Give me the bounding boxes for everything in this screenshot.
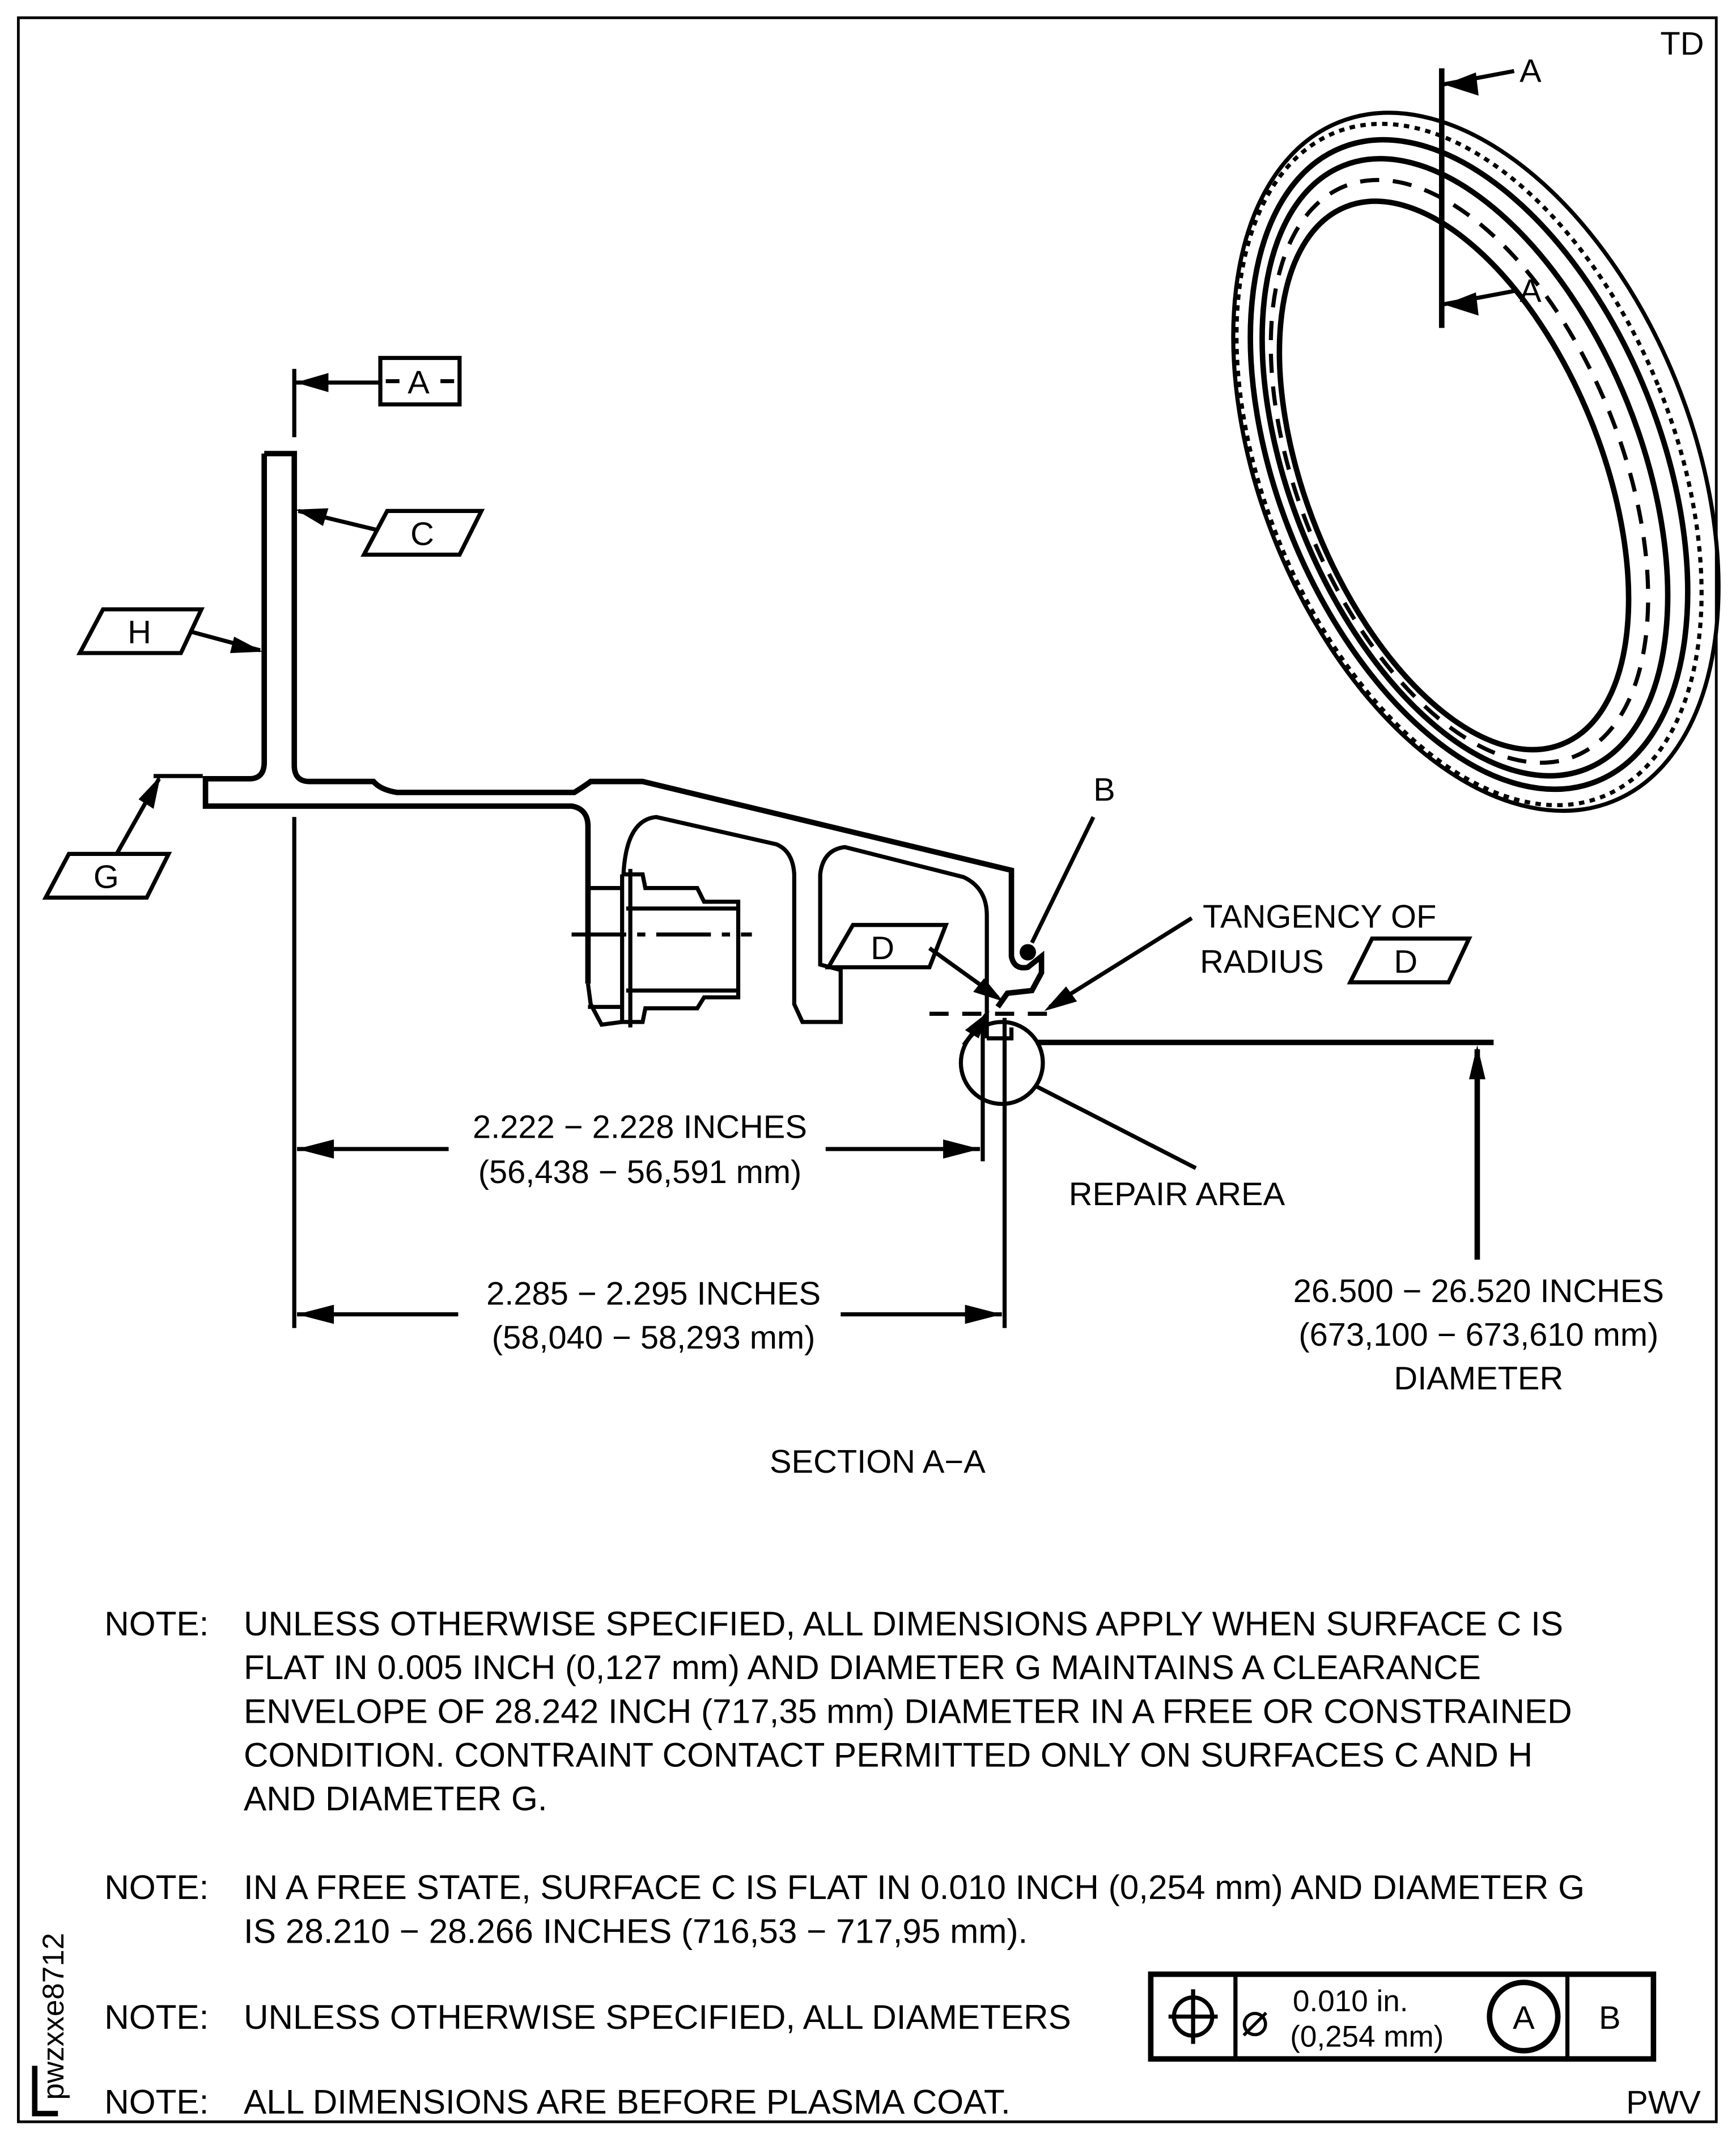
repair-area-label: REPAIR AREA [1069,1176,1285,1213]
corner-code-top-right: TD [1660,26,1704,62]
point-b-label: B [1093,771,1115,808]
tolerance-inch: 0.010 in. [1293,1985,1408,2018]
section-cut-label-top: A [1519,53,1542,90]
note-line: ALL DIMENSIONS ARE BEFORE PLASMA COAT. [244,2083,1011,2121]
diameter-symbol: ⌀ [1241,1994,1268,2046]
section-arrow-icon [1444,72,1479,96]
tangency-label-line2: RADIUS [1200,944,1324,980]
dimension-diameter-line3: DIAMETER [1394,1360,1563,1397]
dimension-outer-line1: 2.285 − 2.295 INCHES [486,1276,821,1312]
note-line: CONDITION. CONTRAINT CONTACT PERMITTED O… [244,1735,1533,1774]
note-4: NOTE: ALL DIMENSIONS ARE BEFORE PLASMA C… [104,2083,1010,2121]
tangency-surface-tag [1347,936,1472,985]
surface-d-label: D [871,930,894,966]
tangency-label-line1: TANGENCY OF [1203,899,1436,935]
ring-isometric-view [1231,111,1721,813]
note-line: ENVELOPE OF 28.242 INCH (717,35 mm) DIAM… [244,1692,1572,1730]
note-label: NOTE: [104,1868,209,1906]
section-title: SECTION A−A [770,1444,986,1480]
point-b-marker [1020,944,1036,961]
dimension-diameter-line2: (673,100 − 673,610 mm) [1298,1317,1658,1353]
tolerance-mm: (0,254 mm) [1290,2020,1444,2053]
tangency-surface-label: D [1394,944,1417,980]
datum-arrow-icon [295,372,329,392]
surface-g-label: G [94,859,119,896]
datum-a-label: A [408,364,430,401]
leader-arrow-icon [295,508,329,526]
dimension-inner-line1: 2.222 − 2.228 INCHES [473,1109,807,1146]
datum-secondary: B [1599,2000,1621,2036]
dimension-diameter-line1: 26.500 − 26.520 INCHES [1293,1273,1664,1309]
surface-h-label: H [128,614,151,651]
leader-arrow-icon [138,775,161,809]
feature-control-frame: ⌀ 0.010 in. (0,254 mm) A B [1148,1971,1657,2062]
dimension-inner-line2: (56,438 − 56,591 mm) [478,1154,802,1190]
drawing-border [16,16,1718,2123]
note-line: AND DIAMETER G. [244,1779,547,1818]
note-line: IS 28.210 − 28.266 INCHES (716,53 − 717,… [244,1911,1028,1950]
datum-a-frame [378,355,462,407]
note-1: NOTE: UNLESS OTHERWISE SPECIFIED, ALL DI… [104,1604,1572,1818]
dimension-arrow-icon [297,1304,334,1324]
leader-arrow-icon [1044,986,1077,1011]
leader-arrow-icon [230,637,263,654]
note-label: NOTE: [104,2083,209,2121]
note-label: NOTE: [104,1604,209,1643]
note-3: NOTE: UNLESS OTHERWISE SPECIFIED, ALL DI… [104,1998,1071,2036]
surface-h-tag [76,607,205,655]
dimension-outer-line2: (58,040 − 58,293 mm) [492,1320,816,1356]
repair-area-circle [958,1020,1045,1107]
dimension-arrow-icon [965,1304,1002,1324]
note-line: FLAT IN 0.005 INCH (0,127 mm) AND DIAMET… [244,1648,1481,1686]
dimension-arrow-icon [297,1139,334,1159]
section-arrow-icon [1444,292,1479,316]
figure-id-text: pwzxxe8712 [37,1933,70,2100]
figure-id: pwzxxe8712 [37,1933,70,2100]
dimension-arrow-icon [943,1139,981,1159]
figure-id-bracket [32,2066,58,2117]
section-cut-label-bottom: A [1519,273,1542,310]
note-line: IN A FREE STATE, SURFACE C IS FLAT IN 0.… [244,1868,1585,1906]
surface-d-tag [825,923,949,970]
position-icon [1168,1989,1218,2044]
surface-g-tag [42,851,172,900]
surface-c-label: C [410,516,434,553]
note-label: NOTE: [104,1998,209,2036]
corner-code-bottom-right: PWV [1626,2085,1701,2121]
note-line: UNLESS OTHERWISE SPECIFIED, ALL DIAMETER… [244,1998,1071,2036]
leader-arrow-icon [973,978,1004,1002]
datum-a-circle [1487,1979,1561,2054]
dimension-arrow-icon [1468,1045,1485,1080]
surface-c-tag [360,508,485,557]
datum-primary: A [1513,2000,1535,2036]
section-profile [202,451,1045,1041]
note-line: UNLESS OTHERWISE SPECIFIED, ALL DIMENSIO… [244,1604,1563,1643]
note-2: NOTE: IN A FREE STATE, SURFACE C IS FLAT… [104,1868,1585,1950]
